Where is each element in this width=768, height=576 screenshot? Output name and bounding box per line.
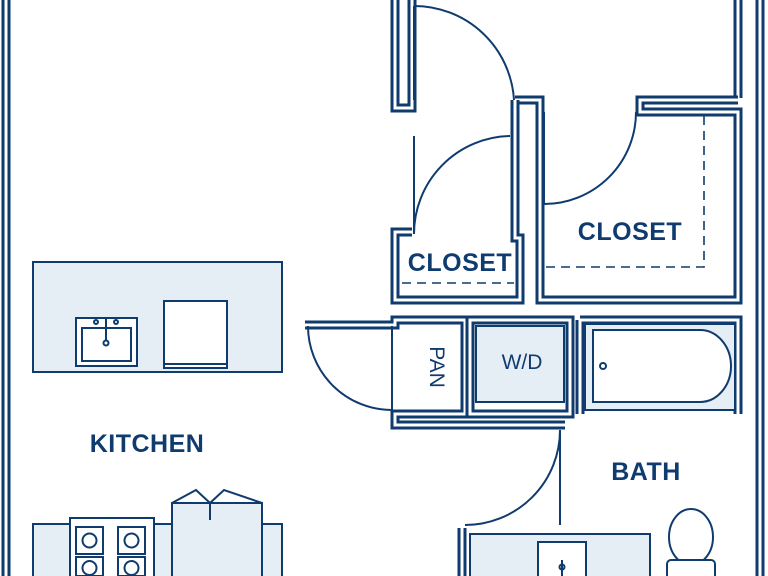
stove — [69, 517, 155, 576]
refrigerator — [171, 488, 263, 576]
closet-lower-label: CLOSET — [408, 249, 512, 277]
washer-dryer — [475, 325, 565, 403]
kitchen-label: KITCHEN — [90, 430, 205, 458]
closet-shelves — [402, 116, 705, 284]
bath-label: BATH — [611, 458, 681, 486]
closet-upper-label: CLOSET — [578, 218, 682, 246]
dishwasher — [163, 300, 228, 369]
bathtub — [584, 323, 736, 411]
bath-door — [464, 429, 561, 526]
closet-walls — [390, 95, 743, 305]
vanity — [469, 533, 651, 576]
closet-doors — [413, 111, 637, 235]
utility-walls — [305, 315, 743, 576]
washer-dryer-label: W/D — [502, 351, 543, 374]
pantry-door — [307, 325, 393, 411]
entry-walls — [390, 0, 743, 113]
toilet — [666, 508, 716, 576]
kitchen-counter — [32, 261, 283, 373]
entry-door — [413, 4, 515, 101]
pantry-label: PAN — [425, 346, 448, 388]
kitchen-sink — [75, 317, 138, 367]
